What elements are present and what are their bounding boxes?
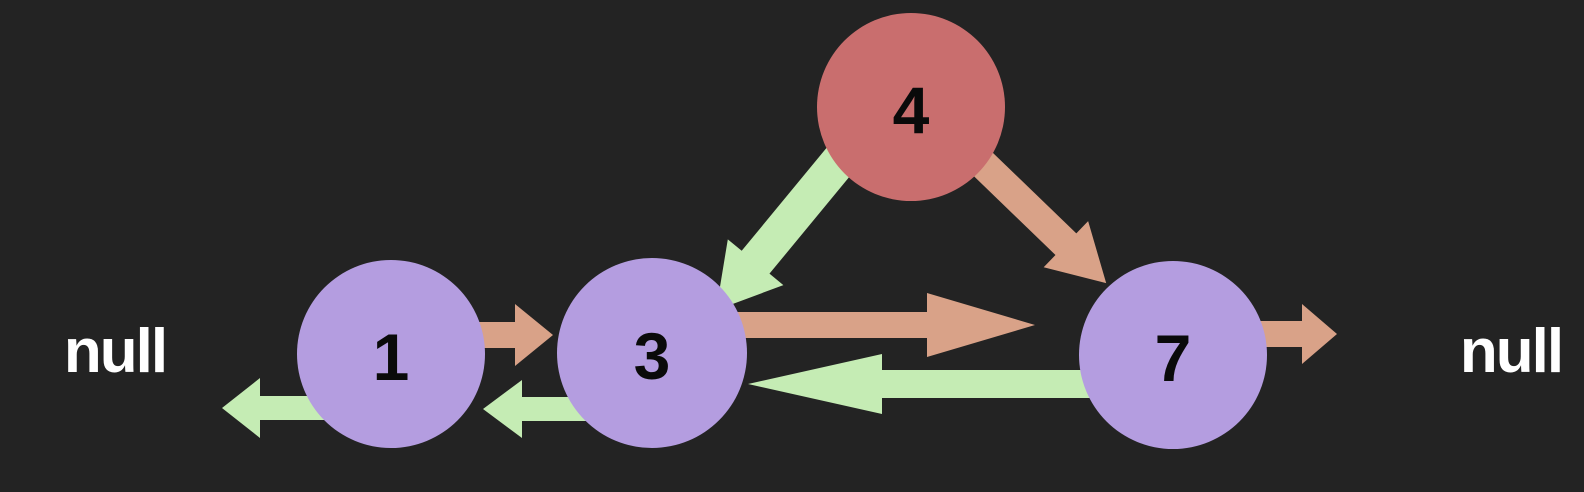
arrow-prev-1-to-null [222, 378, 392, 438]
node-3-circle [557, 258, 747, 448]
right-null-terminator: null [1460, 317, 1562, 386]
arrow-prev-4-to-3 [716, 126, 872, 311]
node-4-circle [817, 13, 1005, 201]
node-7: 7 [1079, 261, 1267, 449]
node-1-value: 1 [373, 320, 410, 394]
node-7-value: 7 [1155, 321, 1192, 395]
node-1-circle [297, 260, 485, 448]
arrow-next-4-to-7 [947, 129, 1107, 284]
node-3-value: 3 [634, 319, 671, 393]
left-null-terminator: null [64, 317, 166, 386]
node-3: 3 [557, 258, 747, 448]
node-1: 1 [297, 260, 485, 448]
arrow-next-3-to-7 [655, 293, 1035, 357]
arrow-prev-3-to-1 [483, 380, 650, 438]
node-4-value: 4 [893, 73, 930, 147]
arrow-prev-7-to-3 [748, 354, 1175, 414]
node-7-circle [1079, 261, 1267, 449]
node-4-inserted: 4 [817, 13, 1005, 201]
